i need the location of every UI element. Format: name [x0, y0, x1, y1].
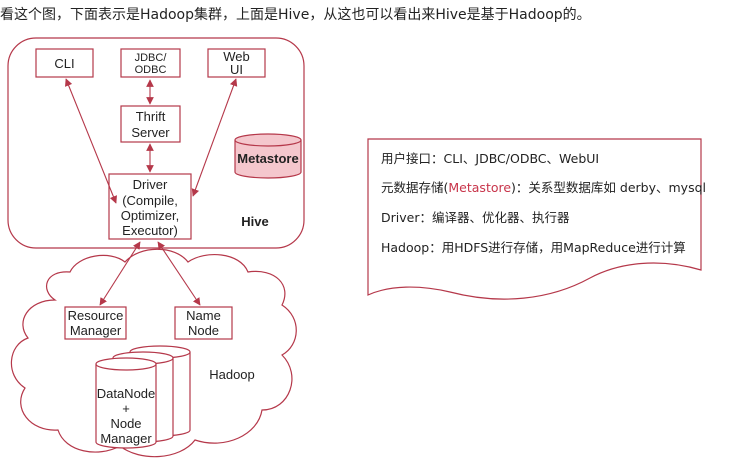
- nn-label-line1: Name: [186, 308, 221, 323]
- arrow-driver-namenode: [157, 241, 201, 306]
- web-ui-box: Web UI: [207, 48, 266, 78]
- cli-box: CLI: [35, 48, 94, 78]
- cli-label: CLI: [54, 56, 74, 71]
- caption-text: 看这个图，下面表示是Hadoop集群，上面是Hive，从这也可以看出来Hive是…: [0, 7, 591, 23]
- rm-label-line1: Resource: [68, 308, 124, 323]
- note-line-metastore: 元数据存储(Metastore)：关系型数据库如 derby、mysql: [381, 180, 706, 195]
- dn-label-line2: +: [122, 401, 130, 416]
- driver-label-line4: Executor): [122, 223, 178, 238]
- dn-label-line4: Manager: [100, 431, 152, 446]
- resource-manager-box: Resource Manager: [64, 306, 127, 340]
- jdbc-label-line1: JDBC/: [135, 52, 168, 64]
- metastore-cylinder: Metastore: [234, 133, 302, 179]
- web-label-line2: UI: [230, 62, 243, 77]
- web-label-line1: Web: [223, 49, 250, 64]
- metastore-label: Metastore: [237, 151, 298, 166]
- hadoop-label: Hadoop: [209, 367, 255, 382]
- note-line-driver: Driver：编译器、优化器、执行器: [381, 210, 570, 225]
- driver-label-line1: Driver: [133, 177, 168, 192]
- driver-box: Driver (Compile, Optimizer, Executor): [108, 173, 192, 240]
- nn-label-line2: Node: [188, 323, 219, 338]
- driver-label-line2: (Compile,: [122, 193, 178, 208]
- thrift-server-box: Thrift Server: [120, 105, 181, 143]
- dn-label-line3: Node: [110, 416, 141, 431]
- thrift-label-line2: Server: [131, 125, 170, 140]
- notes-panel: [367, 138, 702, 300]
- dn-label-line1: DataNode: [97, 386, 156, 401]
- arrow-cli-driver: [65, 78, 117, 204]
- hive-label: Hive: [241, 214, 268, 229]
- name-node-box: Name Node: [174, 306, 233, 340]
- thrift-label-line1: Thrift: [136, 109, 166, 124]
- note-line-hadoop: Hadoop：用HDFS进行存储，用MapReduce进行计算: [381, 240, 686, 255]
- arrow-webui-driver: [191, 78, 238, 197]
- rm-label-line2: Manager: [70, 323, 122, 338]
- jdbc-label-line2: ODBC: [135, 64, 167, 76]
- note-line-interfaces: 用户接口：CLI、JDBC/ODBC、WebUI: [381, 151, 599, 166]
- jdbc-odbc-box: JDBC/ ODBC: [120, 48, 181, 78]
- driver-label-line3: Optimizer,: [121, 208, 180, 223]
- arrow-driver-resourcemanager: [99, 241, 141, 306]
- datanode-cylinder-front: DataNode + Node Manager: [95, 357, 157, 449]
